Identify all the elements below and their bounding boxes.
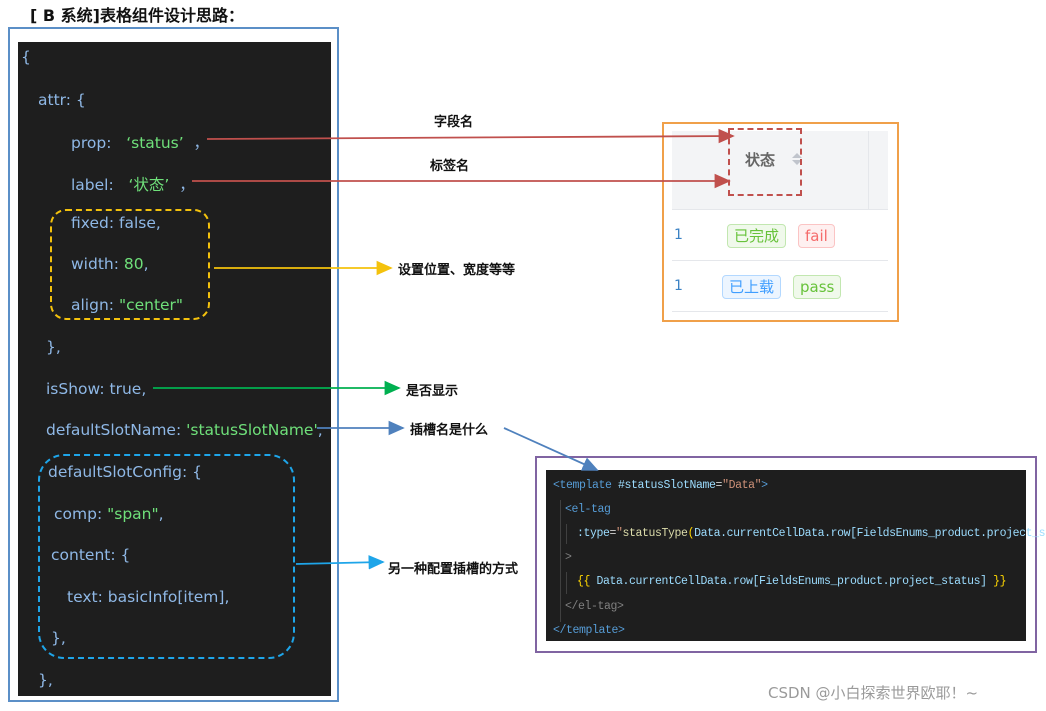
result-tag: pass	[793, 275, 842, 299]
table-header-row	[672, 131, 888, 209]
indent-guide	[560, 500, 561, 622]
code-line-align: align: "center"	[71, 296, 184, 314]
code-line-close-attr: },	[46, 338, 61, 356]
template-line-close: </template>	[553, 624, 625, 637]
template-line-open: <template #statusSlotName="Data">	[553, 479, 768, 492]
arrow-slot-template	[503, 427, 599, 471]
status-tag: 已上载	[722, 275, 782, 299]
code-line-default-slot-config: defaultSlotConfig: {	[48, 463, 202, 481]
code-line-prop: prop: ‘status’ ，	[71, 134, 210, 152]
row-number: 1	[674, 227, 683, 243]
table-row-divider	[672, 260, 888, 261]
arrow-field-name	[206, 128, 735, 144]
slot-config-highlight	[38, 454, 295, 659]
annotation-field-name: 字段名	[434, 115, 474, 130]
status-tag: 已完成	[727, 224, 787, 248]
table-header-status: 状态	[745, 151, 776, 169]
sort-icon[interactable]	[790, 150, 804, 168]
annotation-show: 是否显示	[406, 384, 459, 399]
template-line-el-tag-close: </el-tag>	[565, 600, 624, 613]
annotation-label-name: 标签名	[430, 159, 470, 174]
code-panel-frame	[8, 27, 339, 702]
table-row-divider	[672, 311, 888, 312]
code-line-default-slot-name: defaultSlotName: 'statusSlotName',	[46, 421, 323, 439]
template-line-el-tag: <el-tag	[565, 503, 611, 516]
code-line-width: width: 80,	[71, 255, 149, 273]
indent-guide	[566, 572, 567, 594]
code-line-content: content: {	[51, 546, 131, 564]
code-line-comp: comp: "span",	[54, 505, 164, 523]
code-line-open-brace: {	[21, 48, 31, 66]
template-line-type: :type="statusType(Data.currentCellData.r…	[577, 527, 1046, 540]
code-line-label: label: ‘状态’ ，	[71, 176, 195, 194]
template-line-close-bracket: >	[565, 551, 572, 564]
layout-props-highlight	[50, 209, 210, 320]
config-code-block	[18, 42, 331, 696]
template-code-block	[546, 470, 1026, 641]
code-line-text: text: basicInfo[item],	[67, 588, 230, 606]
arrow-slot-config	[295, 555, 385, 570]
indent-guide	[566, 524, 567, 544]
code-line-attr: attr: {	[38, 91, 86, 109]
row-number: 1	[674, 278, 683, 294]
result-tag: fail	[798, 224, 835, 248]
template-line-interpolation: {{ Data.currentCellData.row[FieldsEnums_…	[577, 575, 1007, 588]
code-line-isshow: isShow: true,	[46, 380, 147, 398]
header-highlight	[728, 128, 802, 196]
code-line-fixed: fixed: false,	[71, 214, 161, 232]
annotation-slot-config: 另一种配置插槽的方式	[388, 562, 519, 577]
page-title: [ B 系统]表格组件设计思路：	[30, 6, 244, 25]
annotation-slot-name: 插槽名是什么	[410, 423, 489, 438]
table-row-divider	[672, 209, 888, 210]
watermark: CSDN @小白探索世界欧耶！~	[768, 684, 979, 702]
table-column-divider	[868, 131, 869, 209]
annotation-position-width: 设置位置、宽度等等	[398, 263, 516, 278]
code-line-close-config: },	[38, 671, 53, 689]
